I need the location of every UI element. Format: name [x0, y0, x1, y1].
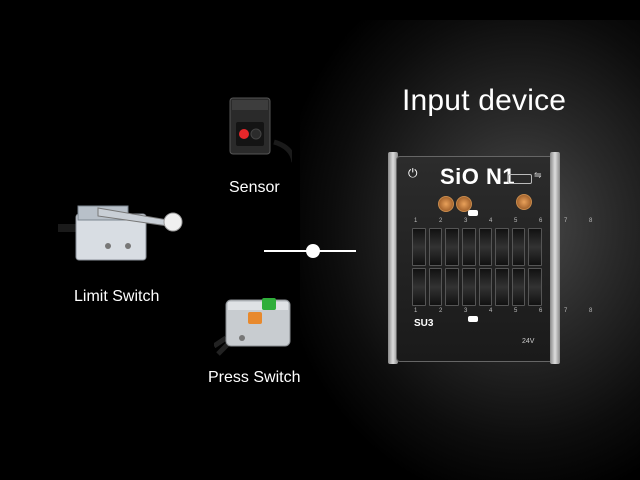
- terminal: [495, 268, 509, 306]
- press-switch-label: Press Switch: [208, 369, 301, 386]
- pin-numbers-bottom: 1 2 3 4 5 6 7 8: [414, 308, 603, 314]
- usb-port: [508, 174, 532, 184]
- terminal: [511, 268, 526, 306]
- limit-switch-label: Limit Switch: [74, 288, 160, 305]
- usb-icon: ⇋: [534, 170, 542, 180]
- terminal: [461, 228, 476, 266]
- terminal: [511, 228, 526, 266]
- terminal: [478, 228, 493, 266]
- limit-switch-image: [58, 196, 188, 276]
- terminal: [495, 228, 509, 266]
- knob-2: [456, 196, 472, 212]
- terminal: [428, 228, 443, 266]
- model-label: SU3: [414, 318, 434, 329]
- mode-button-bottom: [468, 316, 478, 322]
- sensor-image: [222, 92, 297, 172]
- sensor-label: Sensor: [229, 179, 280, 196]
- connection-dot: [306, 244, 320, 258]
- device-rail-left: [388, 152, 398, 364]
- voltage-label: 24V: [522, 338, 535, 345]
- connection-line: [264, 243, 356, 259]
- power-icon: ⏻: [408, 166, 418, 180]
- terminal: [528, 268, 542, 306]
- page-title: Input device: [402, 84, 567, 117]
- device-rail-right: [550, 152, 560, 364]
- terminal: [445, 268, 459, 306]
- device-brand: SiO N1: [440, 164, 516, 189]
- pin-numbers-top: 1 2 3 4 5 6 7 8: [414, 218, 603, 224]
- terminal-row-bottom: [412, 268, 542, 306]
- terminal-row-top: [412, 228, 542, 266]
- terminal: [412, 228, 426, 266]
- press-switch-image: [212, 286, 300, 362]
- terminal: [445, 228, 459, 266]
- terminal: [528, 228, 542, 266]
- terminal: [461, 268, 476, 306]
- terminal: [478, 268, 493, 306]
- mode-button-top: [468, 210, 478, 216]
- knob-1: [438, 196, 454, 212]
- terminal: [428, 268, 443, 306]
- terminal: [412, 268, 426, 306]
- sio-n1-device: ⏻ SiO N1 ⇋ 1 2 3 4 5 6 7 8 1 2 3 4 5 6 7…: [384, 150, 592, 370]
- knob-3: [516, 194, 532, 210]
